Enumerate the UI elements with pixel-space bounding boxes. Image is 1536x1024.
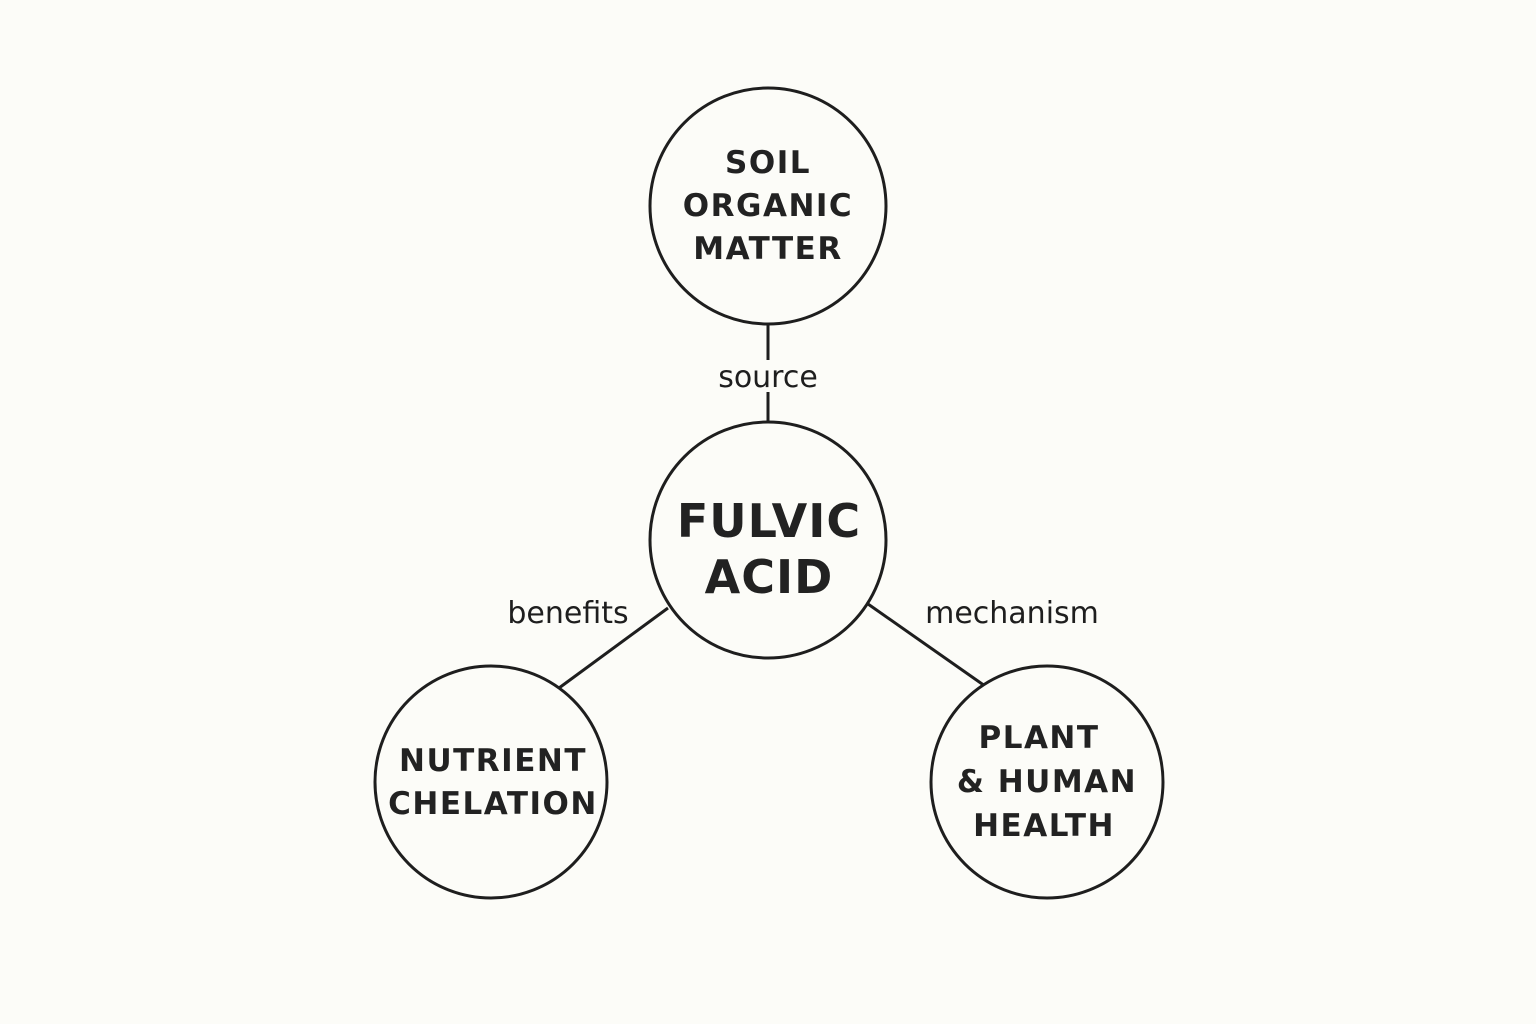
node-plant-human-health: PLANT & HUMAN HEALTH [929,664,1165,900]
node-health-line-2: & HUMAN [957,764,1137,800]
node-soil-line-1: SOIL [725,145,811,181]
edge-label-source: source [718,360,818,395]
edge-benefits [558,606,669,690]
node-health-line-3: HEALTH [973,808,1115,844]
node-soil-line-2: ORGANIC [683,188,853,224]
edge-label-mechanism: mechanism [925,596,1099,631]
node-nutrient-line-1: NUTRIENT [399,743,587,779]
node-soil-organic-matter: SOIL ORGANIC MATTER [648,86,888,326]
edge-mechanism [867,602,986,688]
node-fulvic-line-1: FULVIC [677,494,861,548]
node-nutrient-chelation: NUTRIENT CHELATION [373,664,609,900]
node-health-line-1: PLANT [978,720,1099,756]
edge-label-benefits: benefits [507,596,628,631]
node-fulvic-acid: FULVIC ACID [648,420,888,660]
node-fulvic-line-2: ACID [705,550,834,604]
node-nutrient-line-2: CHELATION [388,786,598,822]
node-soil-line-3: MATTER [693,231,842,267]
